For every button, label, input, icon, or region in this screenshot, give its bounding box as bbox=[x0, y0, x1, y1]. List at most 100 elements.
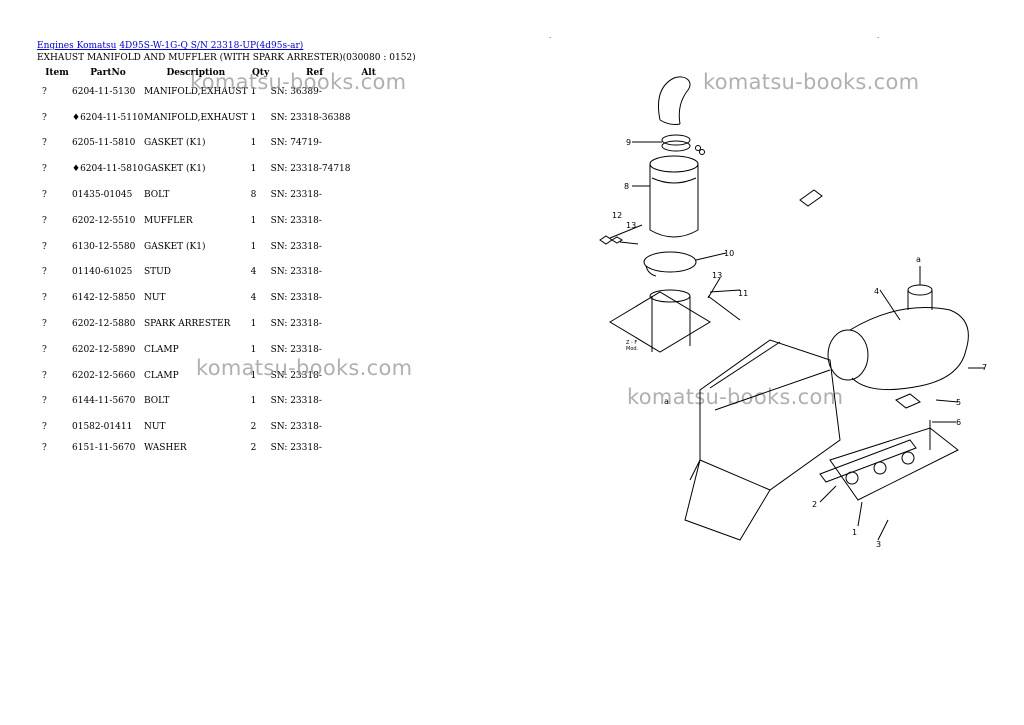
cell-description: NUT bbox=[144, 422, 166, 433]
cell-qty: 1 bbox=[250, 215, 257, 226]
column-header-partno: PartNo bbox=[90, 67, 126, 78]
breadcrumb-link-engines[interactable]: Engines Komatsu bbox=[37, 41, 117, 51]
cell-qty: 1 bbox=[250, 112, 257, 123]
cell-partno: 6202-12-5880 bbox=[72, 319, 136, 330]
cell-partno: 01435-01045 bbox=[72, 190, 133, 201]
cell-partno: 6130-12-5580 bbox=[72, 241, 136, 252]
parts-table: Item PartNo Description Qty Ref Alt ?620… bbox=[36, 66, 379, 456]
watermark: komatsu-books.com bbox=[627, 385, 844, 409]
cell-item: ? bbox=[42, 241, 47, 252]
cell-ref: SN: 23318- bbox=[270, 241, 322, 252]
cell-item: ? bbox=[42, 138, 47, 149]
callout-5: 5 bbox=[956, 398, 961, 407]
column-header-alt: Alt bbox=[361, 67, 376, 78]
long-bolt-drawing bbox=[707, 295, 741, 321]
cell-partno: 6204-11-5130 bbox=[72, 86, 136, 97]
callout-1: 1 bbox=[852, 528, 857, 537]
cell-description: MANIFOLD,EXHAUST bbox=[144, 86, 248, 97]
cell-partno: 6144-11-5670 bbox=[72, 396, 136, 407]
cell-ref: SN: 23318- bbox=[270, 422, 322, 433]
cell-item: ? bbox=[42, 293, 47, 304]
watermark: komatsu-books.com bbox=[190, 70, 407, 94]
cell-description: CLAMP bbox=[144, 370, 179, 381]
callout-8: 8 bbox=[624, 182, 629, 191]
cell-partno: 6202-12-5890 bbox=[72, 344, 136, 355]
muffler-drawing bbox=[849, 307, 969, 391]
diagram-callouts: 1 2 3 4 5 6 7 8 9 10 11 12 13 13 a a Z -… bbox=[612, 138, 987, 549]
callout-2: 2 bbox=[812, 500, 817, 509]
cell-description: GASKET (K1) bbox=[144, 138, 206, 149]
cell-item: ? bbox=[42, 344, 47, 355]
column-header-item: Item bbox=[45, 67, 69, 78]
cell-item: ? bbox=[42, 370, 47, 381]
muffler-gasket-drawing bbox=[895, 393, 921, 409]
cell-item: ? bbox=[42, 112, 47, 123]
breadcrumb-link-model[interactable]: 4D95S-W-1G-Q S/N 23318-UP(4d95s-ar) bbox=[119, 41, 304, 51]
cell-item: ? bbox=[42, 215, 47, 226]
cell-alt bbox=[359, 105, 379, 131]
cell-alt bbox=[359, 156, 379, 182]
cell-partno: 01140-61025 bbox=[72, 267, 133, 278]
callout-3: 3 bbox=[876, 540, 881, 549]
cell-partno: 6151-11-5670 bbox=[72, 443, 136, 454]
cell-partno: 6202-12-5660 bbox=[72, 370, 136, 381]
flange-drawing bbox=[661, 134, 691, 146]
cell-description: GASKET (K1) bbox=[144, 241, 206, 252]
cell-item: ? bbox=[42, 422, 47, 433]
stray-mark: · bbox=[549, 34, 552, 42]
cell-partno: 01582-01411 bbox=[72, 422, 133, 433]
manifold-gasket-drawing bbox=[819, 439, 917, 483]
tail-pipe-drawing bbox=[658, 76, 691, 125]
cell-description: BOLT bbox=[144, 190, 170, 201]
cell-ref: SN: 23318- bbox=[270, 443, 322, 454]
muffler-outlet-drawing bbox=[907, 284, 933, 296]
cell-alt bbox=[359, 440, 379, 456]
cell-ref: SN: 36389- bbox=[270, 86, 322, 97]
cell-description: NUT bbox=[144, 293, 166, 304]
cell-alt bbox=[359, 131, 379, 157]
cell-ref: SN: 23318- bbox=[270, 293, 322, 304]
cell-partno: 6142-12-5850 bbox=[72, 293, 136, 304]
callout-10: 10 bbox=[724, 249, 734, 258]
cell-qty: 1 bbox=[250, 370, 257, 381]
cell-description: MANIFOLD,EXHAUST bbox=[144, 112, 248, 123]
column-header-qty: Qty bbox=[251, 67, 270, 78]
callout-4: 4 bbox=[874, 287, 879, 296]
cell-item: ? bbox=[42, 190, 47, 201]
cell-item: ? bbox=[42, 443, 47, 454]
cell-item: ? bbox=[42, 86, 47, 97]
cell-description: SPARK ARRESTER bbox=[144, 319, 231, 330]
cell-partno: 6202-12-5510 bbox=[72, 215, 136, 226]
cell-description: MUFFLER bbox=[144, 215, 193, 226]
cell-description: CLAMP bbox=[144, 344, 179, 355]
diagram-note-line2: Mod. bbox=[626, 346, 639, 352]
cell-ref: SN: 23318-36388 bbox=[270, 112, 351, 123]
stray-mark: · bbox=[877, 34, 880, 42]
callout-9: 9 bbox=[626, 138, 631, 147]
breadcrumb: Engines Komatsu 4D95S-W-1G-Q S/N 23318-U… bbox=[37, 40, 303, 52]
cell-alt bbox=[359, 285, 379, 311]
cell-alt bbox=[359, 208, 379, 234]
cell-item: ? bbox=[42, 164, 47, 175]
spark-arrester-drawing bbox=[649, 155, 699, 173]
small-gasket-drawing bbox=[799, 189, 823, 207]
cell-qty: 1 bbox=[250, 319, 257, 330]
cell-alt bbox=[359, 260, 379, 286]
cell-ref: SN: 23318- bbox=[270, 396, 322, 407]
watermark: komatsu-books.com bbox=[196, 356, 413, 380]
callout-11: 11 bbox=[738, 289, 748, 298]
cell-description: STUD bbox=[144, 267, 171, 278]
pipe-section-drawing bbox=[609, 291, 711, 353]
section-letter-top: a bbox=[916, 255, 921, 264]
clamp-drawing bbox=[643, 251, 697, 273]
